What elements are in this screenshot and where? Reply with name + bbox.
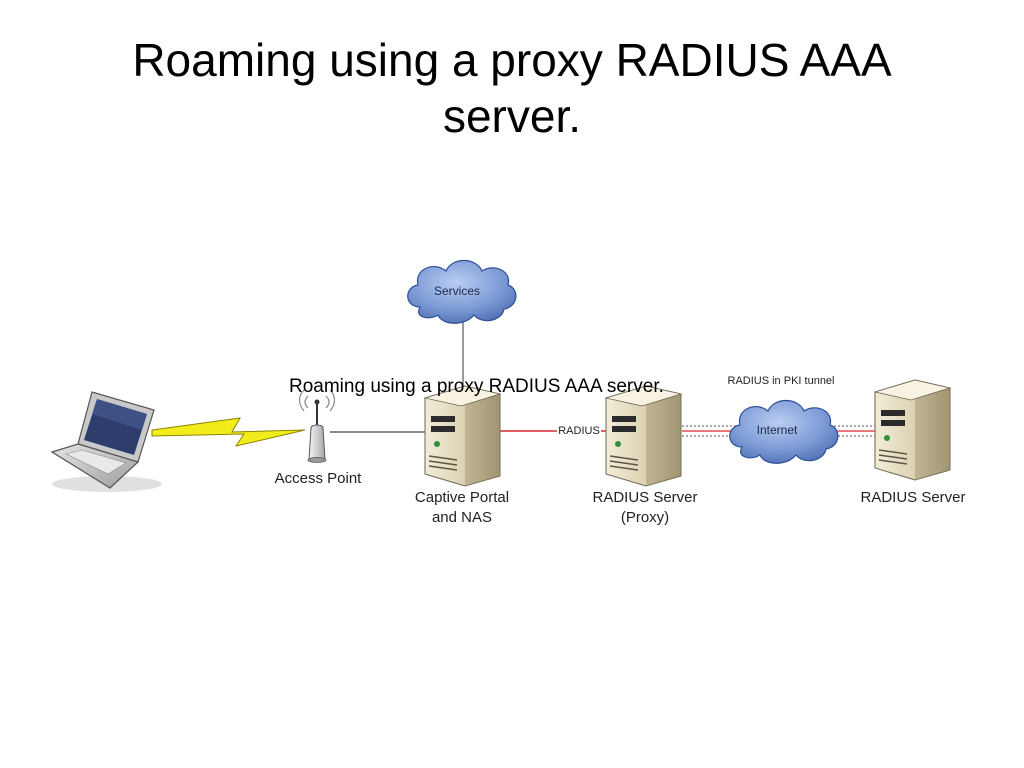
radius-link-label: RADIUS [558, 425, 600, 437]
laptop-icon [50, 391, 162, 492]
radius-server-label: RADIUS Server [860, 489, 965, 506]
captive-portal-server-icon [424, 385, 501, 487]
access-point-label: Access Point [275, 470, 363, 487]
access-point-icon [298, 389, 336, 463]
pki-tunnel-label: RADIUS in PKI tunnel [728, 375, 835, 387]
radius-proxy-label-line2: (Proxy) [621, 509, 669, 526]
radius-proxy-label-line1: RADIUS Server [592, 489, 697, 506]
diagram-caption: Roaming using a proxy RADIUS AAA server. [289, 376, 664, 397]
slide-title: Roaming using a proxy RADIUS AAA server. [132, 34, 892, 142]
wireless-link-icon [151, 417, 306, 447]
captive-portal-label-line1: Captive Portal [415, 489, 509, 506]
services-cloud-label: Services [434, 284, 480, 298]
captive-portal-label-line2: and NAS [432, 509, 492, 526]
internet-cloud-label: Internet [757, 423, 798, 437]
radius-proxy-server-icon [605, 385, 682, 487]
radius-server-icon [874, 379, 951, 481]
